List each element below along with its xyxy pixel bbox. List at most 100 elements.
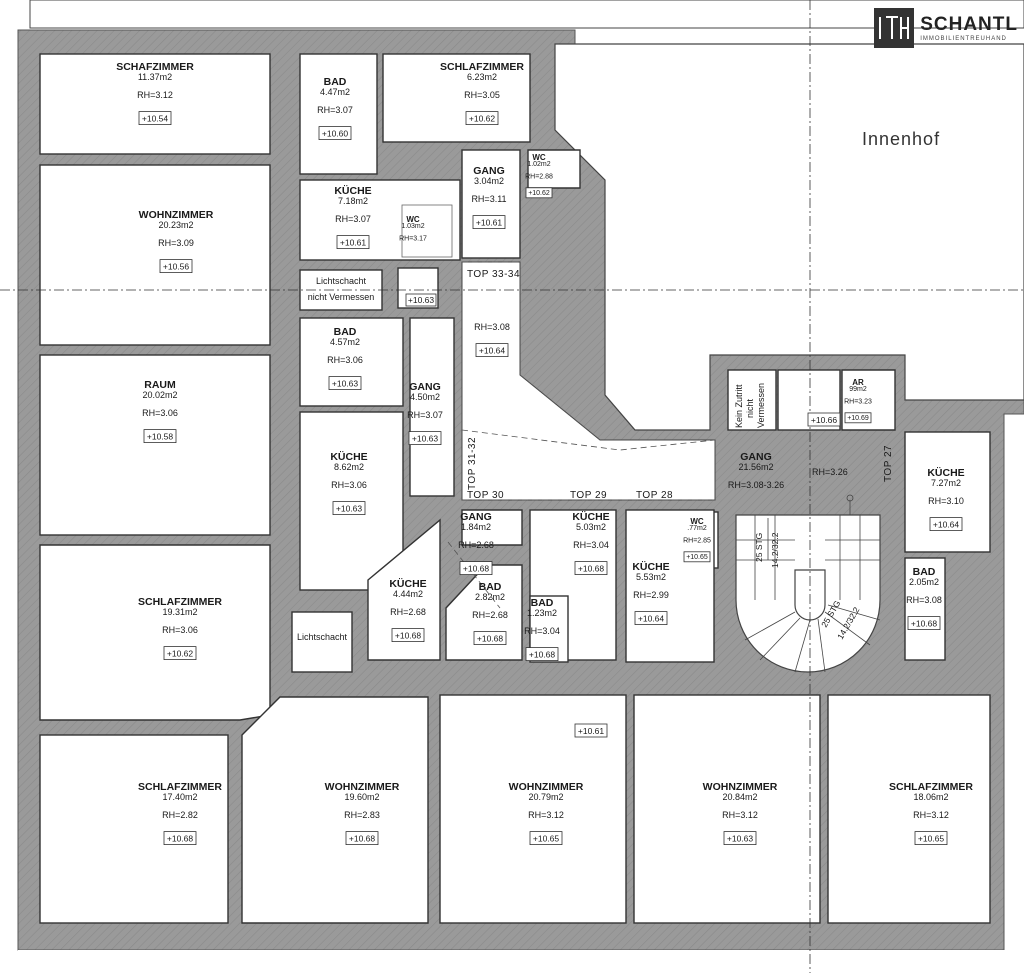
room-level: +10.65: [533, 834, 560, 844]
room-height: RH=3.08: [474, 322, 510, 332]
room-height: RH=3.07: [317, 105, 353, 115]
room-level: +10.68: [463, 564, 490, 574]
lichtschacht-label: Lichtschacht: [297, 632, 348, 642]
top-33-34-label: TOP 33-34: [467, 269, 520, 280]
room-name: BAD: [324, 76, 347, 88]
room-name: SCHLAFZIMMER: [138, 781, 222, 793]
room-name: GANG: [740, 451, 772, 463]
room-name: WC: [532, 153, 546, 162]
room-area: 2.05m2: [909, 577, 939, 587]
room-height: RH=3.06: [327, 355, 363, 365]
room-area: 99m2: [849, 386, 867, 393]
room-name: GANG: [473, 165, 505, 177]
level-box: [683, 551, 711, 563]
room-r13: [299, 411, 404, 591]
room-r2: [299, 53, 378, 175]
room-height: RH=2.68: [458, 540, 494, 550]
room-height: RH=3.04: [573, 540, 609, 550]
room-level: +10.68: [529, 650, 556, 660]
room-r11: [39, 354, 271, 536]
room-r5: [299, 179, 461, 261]
level-box: [163, 646, 197, 660]
room-r20: [367, 518, 441, 661]
top-30-label: TOP 30: [467, 490, 504, 501]
room-name: WC: [690, 517, 704, 526]
room-level: +10.56: [163, 262, 190, 272]
room-height: RH=3.09: [158, 238, 194, 248]
staircase: [735, 494, 881, 673]
brand-subtitle: IMMOBILIENTREUHAND: [920, 36, 1007, 42]
room-r3: [382, 53, 531, 143]
room-name: BAD: [531, 597, 554, 609]
top-29-label: TOP 29: [570, 490, 607, 501]
brand-name: SCHANTL: [920, 14, 1018, 35]
room-height: RH=3.05: [464, 90, 500, 100]
level-box: [328, 376, 362, 391]
stair-upper-line2: 14.2/32.2: [770, 532, 780, 568]
room-height: RH=3.07: [407, 410, 443, 420]
room-area: 5.53m2: [636, 572, 666, 582]
room-r6: [401, 204, 453, 258]
kein-zutritt-line1: Kein Zutritt: [734, 384, 744, 428]
room-name: BAD: [334, 326, 357, 338]
innenhof-label: Innenhof: [862, 129, 940, 149]
level-box: [529, 831, 563, 845]
room-level: +10.68: [167, 834, 194, 844]
stair-upper-line1: 25 STG: [754, 533, 764, 562]
room-area: .77m2: [687, 525, 707, 532]
unit-boundaries: [447, 261, 716, 609]
room-r26: [39, 734, 229, 924]
kein-zutritt-line3: Vermessen: [756, 383, 766, 428]
room-level: +10.60: [322, 129, 349, 139]
room-area: 7.18m2: [338, 196, 368, 206]
room-area: 20.23m2: [158, 220, 193, 230]
room-area: 4.47m2: [320, 87, 350, 97]
room-height: RH=2.83: [344, 810, 380, 820]
level-box: [475, 343, 509, 358]
room-r18: [529, 509, 617, 661]
level-box: [163, 831, 197, 845]
room-area: 1.02m2: [527, 161, 550, 168]
room-height: RH=3.10: [928, 496, 964, 506]
room-height: RH=3.12: [137, 90, 173, 100]
street-strip: [29, 0, 1024, 29]
room-name: BAD: [913, 566, 936, 578]
room-level: +10.68: [477, 634, 504, 644]
room-name: BAD: [479, 581, 502, 593]
room-level: +10.64: [638, 614, 665, 624]
room-r10: [299, 317, 404, 407]
bottom-strip: [18, 950, 1024, 973]
room-r25: [39, 544, 271, 721]
room-level: +10.64: [479, 346, 506, 356]
level-box: [807, 412, 841, 427]
brand-logo: SCHANTL IMMOBILIENTREUHAND: [874, 8, 1018, 48]
room-name: WOHNZIMMER: [509, 781, 584, 793]
room-r27: [241, 696, 429, 924]
top-31-32-label: TOP 31-32: [467, 437, 478, 490]
room-height: RH=3.12: [528, 810, 564, 820]
room-name: KÜCHE: [334, 184, 371, 197]
room-name: WOHNZIMMER: [325, 781, 400, 793]
room-area: 20.79m2: [528, 792, 563, 802]
room-name: KÜCHE: [632, 560, 669, 573]
room-height: RH=2.82: [162, 810, 198, 820]
room-area: 6.23m2: [467, 72, 497, 82]
room-r12: [409, 317, 455, 497]
room-r23: [625, 509, 715, 663]
room-area: 21.56m2: [738, 462, 773, 472]
room-r29: [633, 694, 821, 924]
light-well: [291, 611, 353, 673]
room-level: +10.54: [142, 114, 169, 124]
room-r8: [527, 149, 581, 189]
room-area: 20.84m2: [722, 792, 757, 802]
room-unmeasured: [727, 369, 777, 431]
room-level: +10.68: [395, 631, 422, 641]
level-box: [574, 723, 608, 738]
room-name: GANG: [460, 511, 492, 523]
room-area: 11.37m2: [138, 72, 172, 82]
room-labels: SCHAFZIMMER11.37m2RH=3.12+10.54BAD4.47m2…: [116, 61, 973, 845]
room-r1: [39, 53, 271, 155]
room-area: 8.62m2: [334, 462, 364, 472]
room-name: SCHLAFZIMMER: [889, 781, 973, 793]
